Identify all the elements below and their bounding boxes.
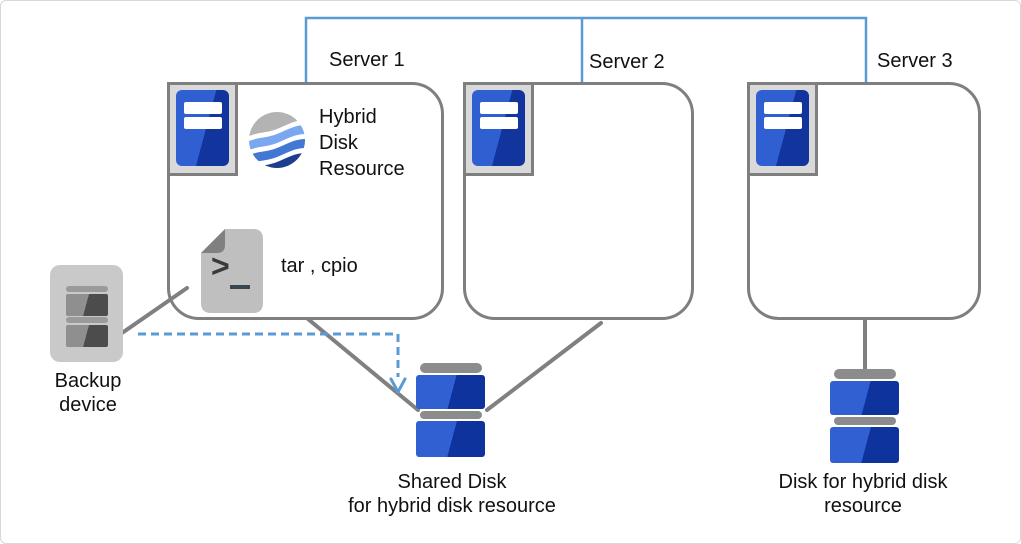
hybrid-disk-icon bbox=[830, 369, 899, 463]
server-tower-body bbox=[756, 90, 809, 166]
server1-label: Server 1 bbox=[329, 49, 405, 71]
hybrid-disk-resource-label: Hybrid Disk Resource bbox=[319, 106, 405, 180]
backup-device-drive bbox=[66, 294, 108, 316]
disk-segment bbox=[416, 421, 485, 457]
server3-label: Server 3 bbox=[877, 50, 953, 72]
backup-device-slot bbox=[66, 286, 108, 292]
disk-segment bbox=[419, 363, 482, 373]
server-slot bbox=[480, 102, 518, 114]
backup-flow-dashed-line bbox=[138, 332, 400, 377]
backup-device-slot bbox=[66, 317, 108, 323]
server-tower-icon bbox=[167, 82, 238, 176]
server-slot bbox=[184, 117, 222, 129]
server2-label: Server 2 bbox=[589, 51, 665, 73]
server1-to-shared-disk-line bbox=[306, 317, 420, 412]
backup-device-label: Backup device bbox=[54, 370, 122, 416]
backup-device-icon bbox=[50, 265, 123, 362]
shared-disk-label: Shared Disk for hybrid disk resource bbox=[348, 471, 556, 517]
server-tower-icon bbox=[747, 82, 818, 176]
server-slot bbox=[184, 102, 222, 114]
backup-device-drive bbox=[66, 325, 108, 347]
server-slot bbox=[764, 117, 802, 129]
disk-segment bbox=[419, 411, 482, 419]
hybrid-disk-resource-icon bbox=[249, 112, 305, 168]
backup-flow-arrowhead-icon bbox=[389, 377, 407, 394]
server-tower-icon bbox=[463, 82, 534, 176]
backup-tools-label: tar , cpio bbox=[281, 255, 358, 277]
disk-segment bbox=[830, 381, 899, 415]
shared-disk-icon bbox=[416, 363, 485, 457]
shell-script-icon: > bbox=[201, 229, 263, 313]
server-tower-body bbox=[176, 90, 229, 166]
server-slot bbox=[764, 102, 802, 114]
server-tower-body bbox=[472, 90, 525, 166]
disk-segment bbox=[416, 375, 485, 409]
disk-segment bbox=[833, 417, 896, 425]
disk-segment bbox=[830, 427, 899, 463]
server2-to-shared-disk-line bbox=[485, 321, 603, 412]
server-slot bbox=[480, 117, 518, 129]
hybrid-disk-label: Disk for hybrid disk resource bbox=[778, 471, 948, 517]
svg-text:>: > bbox=[211, 248, 230, 284]
disk-segment bbox=[833, 369, 896, 379]
